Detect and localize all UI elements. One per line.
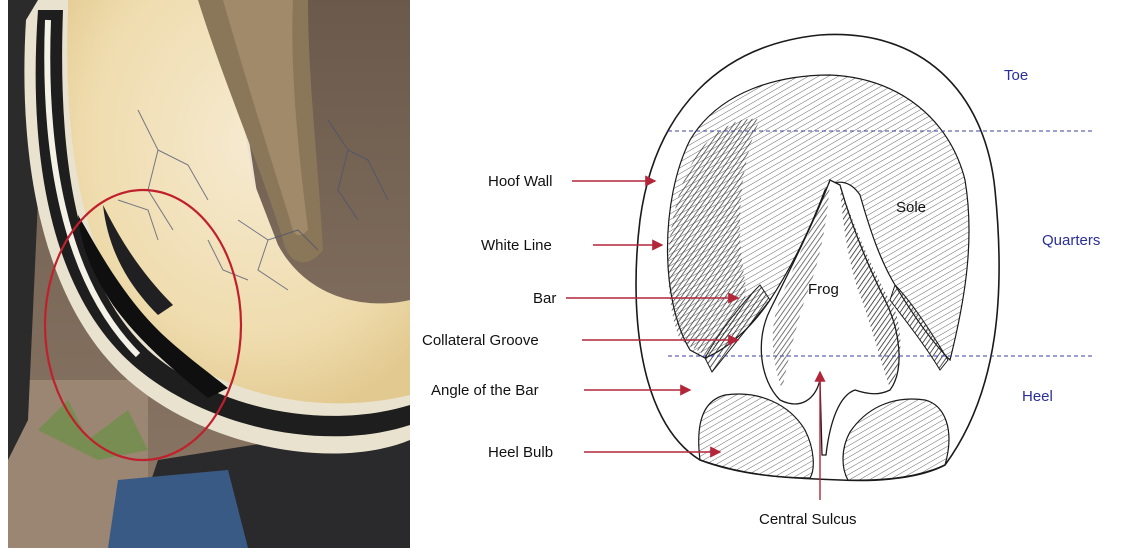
hoof-photo: [8, 0, 410, 548]
hoof-photo-drawing: [8, 0, 410, 548]
label-frog: Frog: [808, 281, 839, 298]
label-white-line: White Line: [481, 237, 552, 254]
label-bar: Bar: [533, 290, 556, 307]
hoof-diagram-svg: Hoof Wall White Line Bar Collateral Groo…: [412, 0, 1124, 548]
zone-quarters: Quarters: [1042, 232, 1100, 249]
label-collateral-groove: Collateral Groove: [422, 332, 539, 349]
label-angle-of-bar: Angle of the Bar: [431, 382, 539, 399]
label-heel-bulb: Heel Bulb: [488, 444, 553, 461]
zone-heel: Heel: [1022, 388, 1053, 405]
label-sole: Sole: [896, 199, 926, 216]
label-central-sulcus: Central Sulcus: [759, 511, 857, 528]
hoof-diagram: Hoof Wall White Line Bar Collateral Groo…: [412, 0, 1124, 548]
zone-toe: Toe: [1004, 67, 1028, 84]
label-hoof-wall: Hoof Wall: [488, 173, 552, 190]
